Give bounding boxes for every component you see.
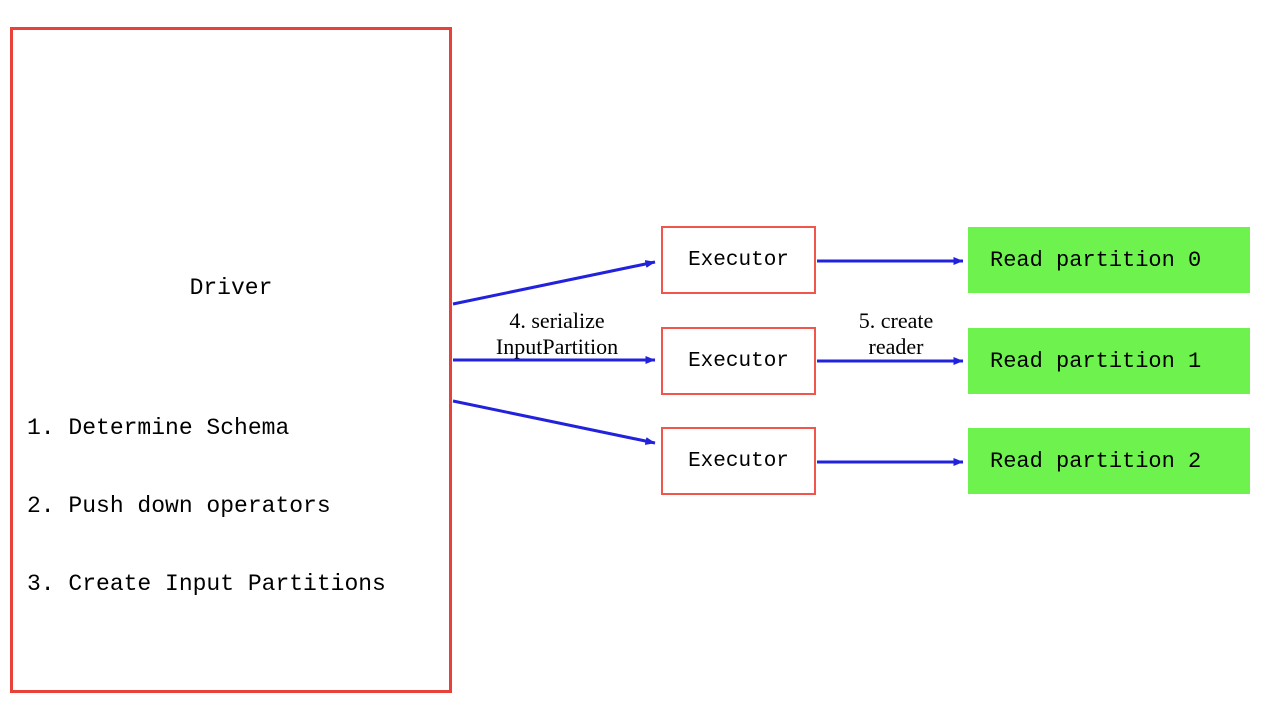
executor-box-0: Executor [661, 226, 816, 294]
driver-step-3: 3. Create Input Partitions [27, 571, 386, 597]
executor-label-1: Executor [688, 349, 789, 373]
executor-label-2: Executor [688, 449, 789, 473]
arrow-driver-to-executor-0 [452, 260, 656, 306]
arrow-driver-to-executor-2 [452, 399, 656, 445]
edge-label-serialize-line-2: InputPartition [495, 334, 619, 359]
partition-box-0: Read partition 0 [968, 227, 1250, 293]
executor-box-1: Executor [661, 327, 816, 395]
driver-title: Driver [189, 275, 273, 301]
edge-label-create-reader: 5. create reader [826, 308, 966, 360]
edge-label-serialize-line-1: 4. serialize [509, 308, 605, 333]
driver-step-2: 2. Push down operators [27, 493, 331, 519]
driver-steps-list: 1. Determine Schema 2. Push down operato… [27, 363, 386, 649]
edge-label-serialize-input-partition: 4. serialize InputPartition [457, 308, 657, 360]
edge-label-create-reader-line-2: reader [868, 334, 924, 359]
partition-label-0: Read partition 0 [990, 247, 1202, 273]
executor-box-2: Executor [661, 427, 816, 495]
executor-label-0: Executor [688, 248, 789, 272]
driver-box [10, 27, 452, 693]
partition-box-1: Read partition 1 [968, 328, 1250, 394]
partition-box-2: Read partition 2 [968, 428, 1250, 494]
driver-step-1: 1. Determine Schema [27, 415, 290, 441]
partition-label-1: Read partition 1 [990, 348, 1202, 374]
partition-label-2: Read partition 2 [990, 448, 1202, 474]
edge-label-create-reader-line-1: 5. create [858, 308, 934, 333]
